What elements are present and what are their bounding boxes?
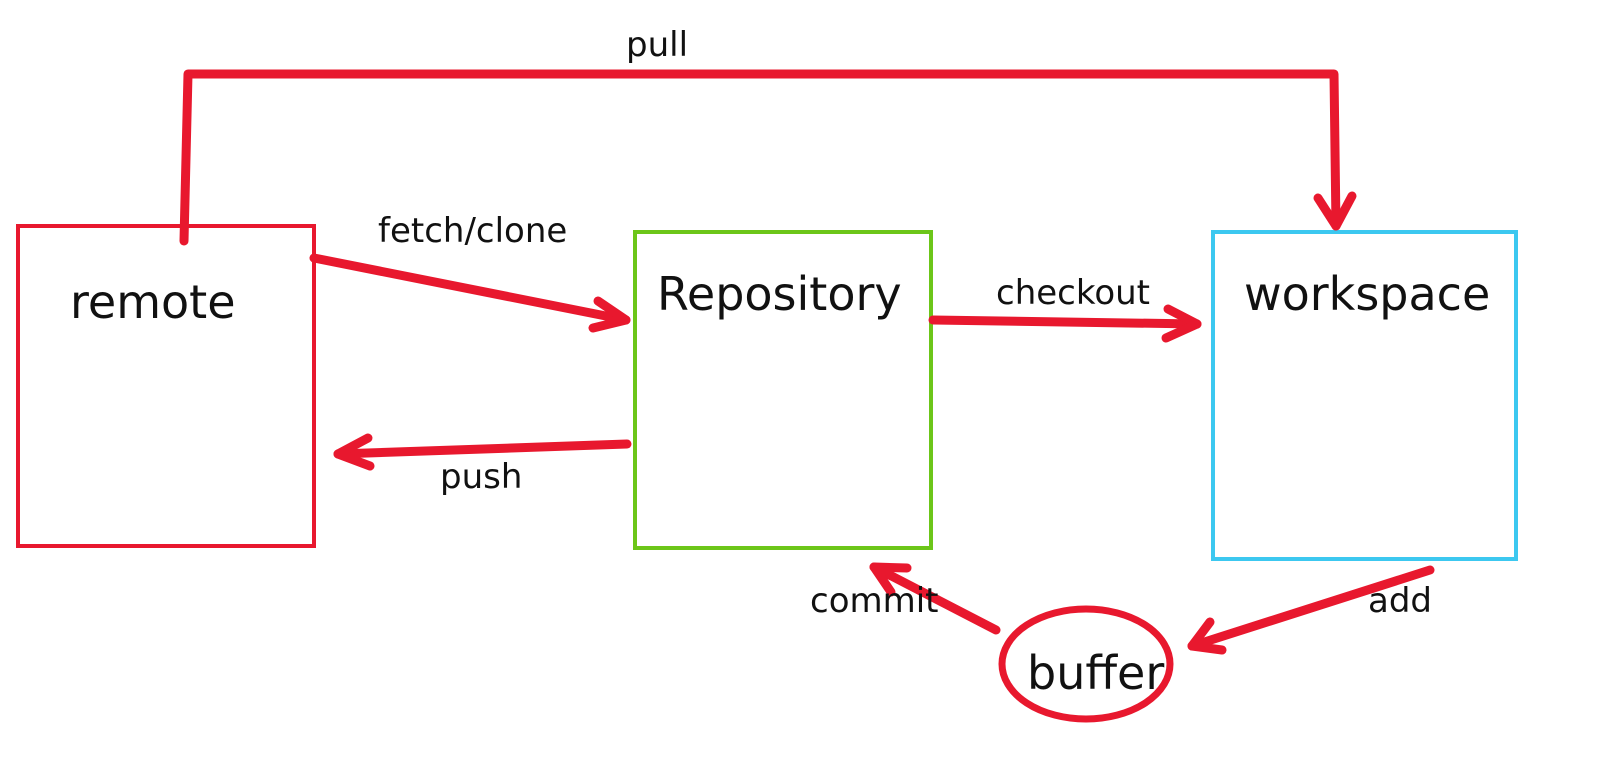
pull-arrowhead bbox=[1313, 191, 1357, 231]
commit-label: commit bbox=[810, 581, 939, 621]
remote-label: remote bbox=[70, 275, 236, 329]
repository-label: Repository bbox=[657, 267, 902, 321]
commit-arrowhead bbox=[869, 562, 912, 597]
fetch-clone-arrow bbox=[309, 253, 631, 325]
commit-arrow bbox=[869, 562, 1001, 635]
fetch-clone-arrowhead bbox=[588, 296, 631, 333]
buffer-ellipse bbox=[998, 605, 1174, 723]
checkout-label: checkout bbox=[996, 273, 1150, 313]
pull-arrow bbox=[179, 69, 1341, 246]
checkout-arrow bbox=[928, 315, 1202, 329]
buffer-label: buffer bbox=[1027, 646, 1164, 700]
add-arrow bbox=[1187, 565, 1435, 651]
remote-box bbox=[16, 224, 316, 548]
push-label: push bbox=[440, 457, 522, 497]
add-arrowhead bbox=[1187, 617, 1227, 655]
workspace-label: workspace bbox=[1244, 267, 1490, 321]
fetch-clone-label: fetch/clone bbox=[378, 211, 567, 251]
pull-label: pull bbox=[626, 25, 688, 65]
repository-box bbox=[633, 230, 933, 550]
workspace-box bbox=[1211, 230, 1518, 561]
push-arrowhead bbox=[333, 433, 375, 471]
push-arrow bbox=[333, 439, 632, 459]
add-label: add bbox=[1368, 581, 1432, 621]
checkout-arrowhead bbox=[1161, 304, 1202, 343]
